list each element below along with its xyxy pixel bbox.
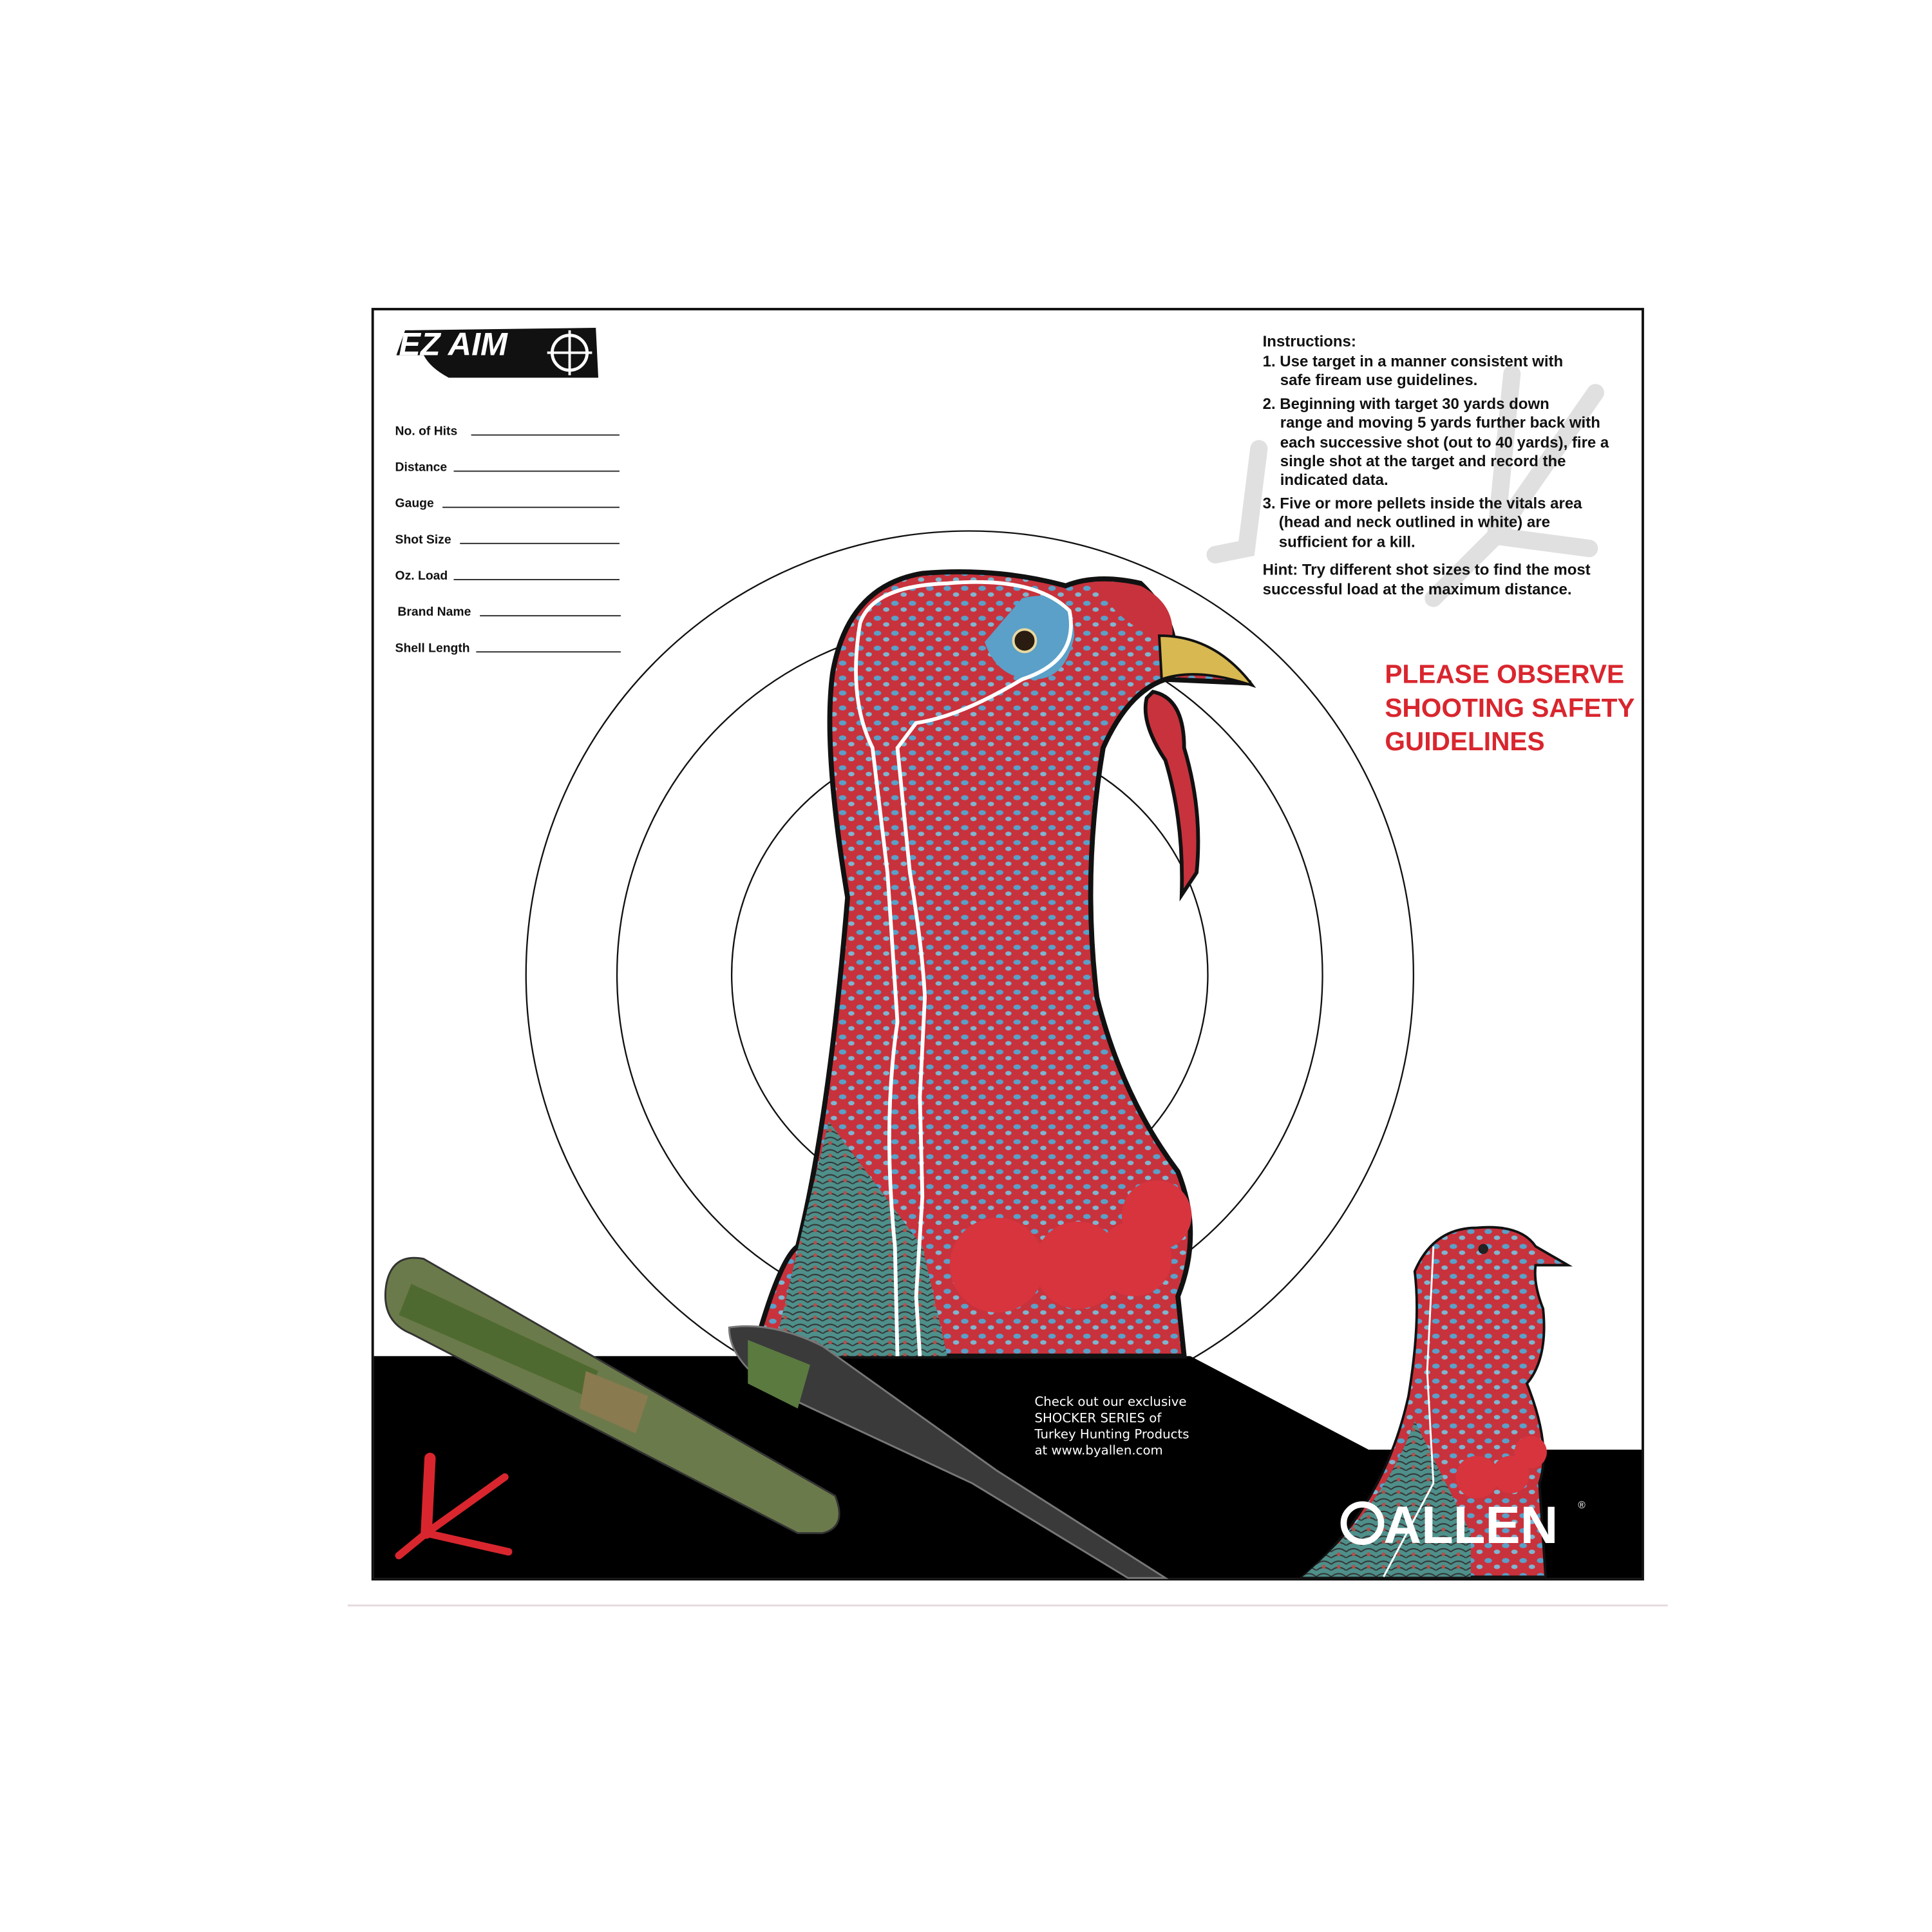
svg-text:Brand Name: Brand Name xyxy=(397,605,471,619)
svg-text:sufficient for a kill.: sufficient for a kill. xyxy=(1279,534,1416,551)
promo-text: Check out our exclusive SHOCKER SERIES o… xyxy=(1034,1394,1189,1457)
gun-case-product xyxy=(384,1256,840,1535)
svg-text:1. Use target in a manner cons: 1. Use target in a manner consistent wit… xyxy=(1263,353,1563,370)
svg-text:No. of Hits: No. of Hits xyxy=(395,424,458,438)
svg-text:each successive shot (out to 4: each successive shot (out to 40 yards), … xyxy=(1280,434,1609,451)
sling-product xyxy=(728,1325,1169,1579)
svg-text:Check out our exclusive: Check out our exclusive xyxy=(1034,1394,1186,1409)
field-shell-length[interactable]: Shell Length xyxy=(395,641,621,655)
svg-text:Hint: Try different shot sizes: Hint: Try different shot sizes to find t… xyxy=(1263,561,1591,578)
svg-text:Distance: Distance xyxy=(395,460,448,475)
svg-text:2. Beginning with target 30 ya: 2. Beginning with target 30 yards down xyxy=(1263,395,1549,413)
vitals-outline xyxy=(854,580,1073,1356)
svg-text:single shot at the target and: single shot at the target and record the xyxy=(1280,453,1566,470)
small-turkey-illustration xyxy=(1299,1226,1573,1578)
svg-text:PLEASE OBSERVE: PLEASE OBSERVE xyxy=(1385,659,1624,689)
field-distance[interactable]: Distance xyxy=(395,460,620,475)
svg-text:at www.byallen.com: at www.byallen.com xyxy=(1034,1443,1162,1458)
svg-text:Oz. Load: Oz. Load xyxy=(395,569,448,583)
svg-text:Gauge: Gauge xyxy=(395,497,434,511)
svg-text:EZ AIM: EZ AIM xyxy=(399,326,508,363)
turkey-head-neck xyxy=(749,569,1252,1359)
field-gauge[interactable]: Gauge xyxy=(395,497,620,511)
svg-text:Shot Size: Shot Size xyxy=(395,533,451,547)
svg-text:Turkey Hunting Products: Turkey Hunting Products xyxy=(1034,1427,1189,1442)
field-no-of-hits[interactable]: No. of Hits xyxy=(395,424,620,438)
turkey-snood xyxy=(1143,690,1200,902)
svg-text:Shell Length: Shell Length xyxy=(395,641,470,655)
shot-record-form: No. of Hits Distance Gauge Shot Size Oz.… xyxy=(395,424,621,655)
turkey-illustration xyxy=(749,569,1256,1359)
allen-logo: ALLEN ® xyxy=(1340,1496,1586,1555)
svg-text:successful load at the maximum: successful load at the maximum distance. xyxy=(1263,581,1572,598)
turkey-beak xyxy=(1157,634,1256,688)
svg-text:range and moving 5 yards furth: range and moving 5 yards further back wi… xyxy=(1280,414,1600,431)
field-oz-load[interactable]: Oz. Load xyxy=(395,569,620,583)
turkey-wattles xyxy=(949,1180,1192,1313)
svg-text:GUIDELINES: GUIDELINES xyxy=(1385,726,1544,756)
turkey-track-watermark xyxy=(1206,365,1604,607)
svg-text:ALLEN: ALLEN xyxy=(1383,1496,1558,1555)
ez-aim-logo: EZ AIM xyxy=(396,326,599,378)
instructions: Instructions: 1. Use target in a manner … xyxy=(1263,333,1609,598)
allen-logo-mark xyxy=(1340,1501,1385,1546)
turkey-track-icon xyxy=(395,1452,513,1560)
svg-text:3. Five or more pellets inside: 3. Five or more pellets inside the vital… xyxy=(1263,495,1583,513)
field-shot-size[interactable]: Shot Size xyxy=(395,533,620,547)
field-brand-name[interactable]: Brand Name xyxy=(397,605,621,619)
safety-notice: PLEASE OBSERVE SHOOTING SAFETY GUIDELINE… xyxy=(1385,659,1634,757)
svg-text:Instructions:: Instructions: xyxy=(1263,333,1356,350)
svg-text:(head and neck outlined in whi: (head and neck outlined in white) are xyxy=(1279,514,1550,531)
svg-text:SHOCKER SERIES of: SHOCKER SERIES of xyxy=(1034,1410,1162,1425)
svg-text:SHOOTING SAFETY: SHOOTING SAFETY xyxy=(1385,693,1634,723)
svg-text:safe fiream use guidelines.: safe fiream use guidelines. xyxy=(1280,372,1478,389)
svg-text:®: ® xyxy=(1578,1500,1586,1511)
svg-text:indicated data.: indicated data. xyxy=(1280,471,1388,489)
turkey-eye xyxy=(1012,628,1037,654)
